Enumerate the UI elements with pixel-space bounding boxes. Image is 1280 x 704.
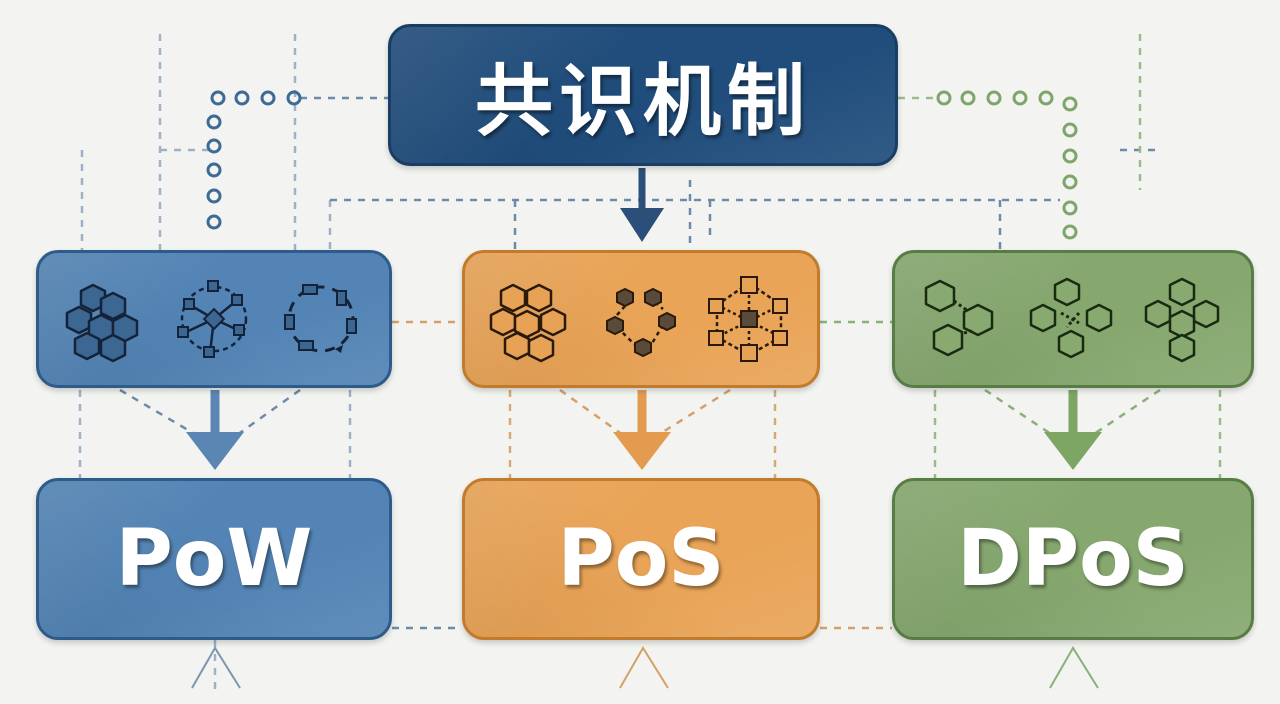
- dpos-label-box: DPoS: [892, 478, 1254, 640]
- cube-cluster-icon: [63, 275, 151, 363]
- node-ring-icon: [597, 275, 685, 363]
- cube-network-icon: [705, 275, 793, 363]
- dpos-label: DPoS: [957, 514, 1189, 604]
- diagram-title: 共识机制: [474, 57, 811, 147]
- pow-label: PoW: [115, 514, 313, 604]
- scattered-cubes-icon: [1029, 275, 1117, 363]
- pos-label: PoS: [557, 514, 725, 604]
- title-box: 共识机制: [388, 24, 898, 166]
- pos-label-box: PoS: [462, 478, 820, 640]
- linked-cubes-icon: [920, 275, 1008, 363]
- pow-icon-box: [36, 250, 392, 388]
- pow-label-box: PoW: [36, 478, 392, 640]
- cube-cluster-icon: [489, 275, 577, 363]
- dashed-cycle-icon: [277, 275, 365, 363]
- dpos-icon-box: [892, 250, 1254, 388]
- pos-icon-box: [462, 250, 820, 388]
- cube-group-icon: [1138, 275, 1226, 363]
- node-network-icon: [170, 275, 258, 363]
